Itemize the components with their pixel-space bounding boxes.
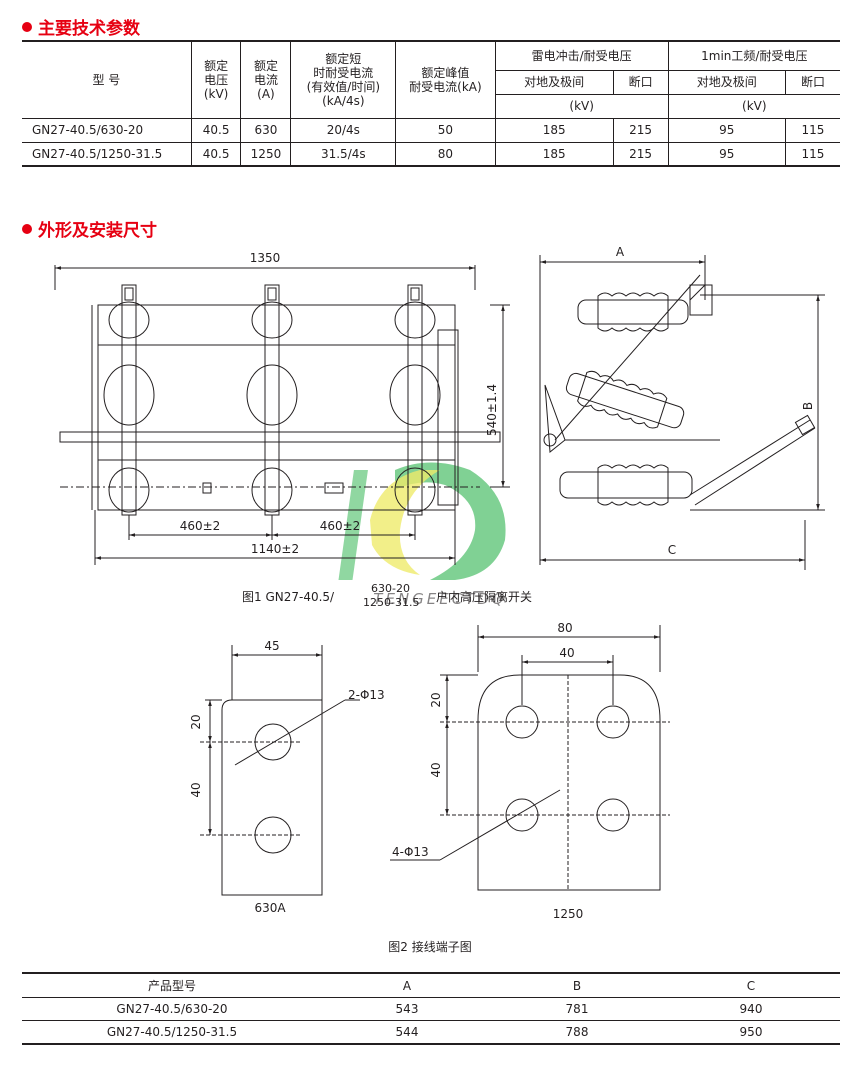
t1250-label: 1250 (553, 907, 584, 921)
dims-title-text: 外形及安装尺寸 (38, 221, 157, 241)
dim-width-label: 1350 (250, 251, 281, 265)
lower-insulator (559, 464, 693, 506)
header-lightning-impulse: 雷电冲击/耐受电压 (494, 40, 669, 71)
params-section-title: 主要技术参数 (22, 14, 140, 39)
table-row: GN27-40.5/630-20 543 781 940 (22, 997, 840, 1021)
terminal-1250 (390, 625, 670, 891)
t630-holes: 2-Φ13 (348, 688, 385, 702)
header-rated-current: 额定电流(A) (240, 40, 292, 119)
watermark-text: TENGEECTDQ (373, 590, 506, 608)
side-dim-b: B (801, 402, 815, 410)
dimensions-table: 产品型号 A B C GN27-40.5/630-20 543 781 940 … (22, 972, 840, 1045)
fig1-caption-suffix: 户内高压隔离开关 (436, 589, 532, 604)
terminal-630 (200, 645, 360, 896)
red-bullet-icon (22, 21, 32, 32)
t1250-dim20: 20 (429, 692, 443, 707)
fig1-caption-prefix: 图1 GN27-40.5/ (242, 590, 335, 604)
dim-total-label: 1140±2 (251, 542, 299, 556)
side-dim-a: A (616, 245, 625, 259)
dim-height-label: 540±1.4 (485, 384, 499, 436)
fig2-caption: 图2 接线端子图 (388, 939, 471, 954)
pole-3 (389, 284, 441, 516)
header-lightning-ground: 对地及极间 (495, 69, 614, 95)
header-power-frequency: 1min工频/耐受电压 (667, 40, 840, 71)
header-lightning-unit: (kV) (495, 93, 669, 119)
header-short-time-current: 额定短时耐受电流(有效值/时间)(kA/4s) (290, 40, 397, 119)
dims-section-title: 外形及安装尺寸 (22, 216, 157, 241)
header-freq-break: 断口 (784, 69, 840, 95)
params-title-text: 主要技术参数 (38, 19, 140, 39)
table-row: GN27-40.5/1250-31.5 544 788 950 (22, 1020, 840, 1045)
dim-pitch1-label: 460±2 (180, 519, 221, 533)
header-freq-unit: (kV) (667, 93, 840, 119)
header-rated-voltage: 额定电压(kV) (190, 40, 242, 119)
outline-drawings: TENGEECTDQ (54, 245, 825, 954)
t630-dim20: 20 (189, 714, 203, 729)
side-dim-c: C (668, 543, 676, 557)
t1250-holes: 4-Φ13 (392, 845, 429, 859)
t1250-dim40: 40 (429, 762, 443, 777)
header-model: 型 号 (22, 40, 192, 119)
table-header-row: 产品型号 A B C (22, 972, 840, 998)
table-row: GN27-40.5/630-20 40.5 630 20/4s 50 185 2… (22, 117, 840, 143)
t630-label: 630A (254, 901, 286, 915)
header-peak-current: 额定峰值耐受电流(kA) (395, 40, 496, 119)
front-view (54, 265, 510, 565)
t1250-width: 80 (557, 621, 572, 635)
red-bullet-icon (22, 223, 32, 234)
fig1-caption-top: 630-20 (371, 582, 410, 595)
upper-insulator (577, 292, 689, 332)
t1250-pitch: 40 (559, 646, 574, 660)
technical-parameters-table: 型 号 额定电压(kV) 额定电流(A) 额定短时耐受电流(有效值/时间)(kA… (22, 40, 840, 167)
t630-dim40: 40 (189, 782, 203, 797)
pole-1 (103, 284, 155, 516)
fig1-caption-bottom: 1250-31.5 (363, 596, 419, 609)
header-freq-ground: 对地及极间 (667, 69, 786, 95)
side-view (539, 255, 825, 570)
inclined-insulator (565, 370, 685, 429)
watermark-logo (338, 462, 506, 580)
pole-2 (246, 284, 298, 516)
t630-width: 45 (264, 639, 279, 653)
table-row: GN27-40.5/1250-31.5 40.5 1250 31.5/4s 80… (22, 141, 840, 167)
dim-pitch2-label: 460±2 (320, 519, 361, 533)
